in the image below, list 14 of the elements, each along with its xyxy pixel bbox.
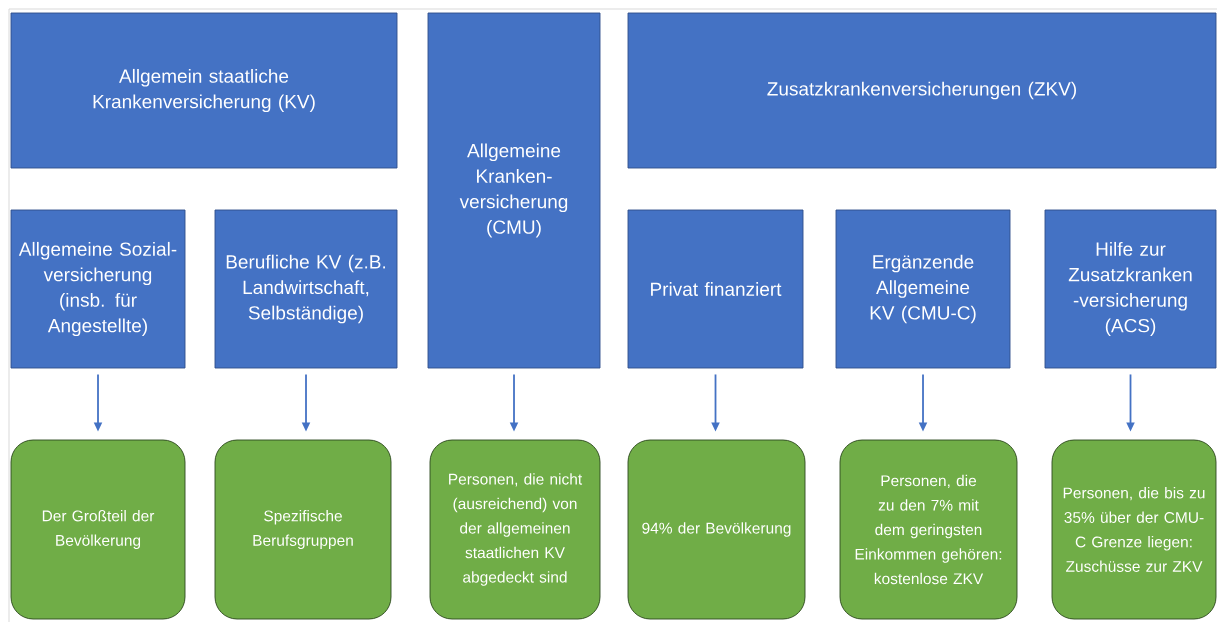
population-box: Personen, die nicht (ausreichend) von der allgemeinen staatlichen KV abgedeckt sind (429, 439, 601, 620)
category-box: Berufliche KV (z.B. Landwirtschaft, Selbständige) (214, 209, 398, 369)
category-box: Ergänzende Allgemeine KV (CMU-C) (835, 209, 1011, 369)
population-box: Der Großteil der Bevölkerung (10, 439, 186, 620)
population-box: Spezifische Berufsgruppen (214, 439, 392, 620)
population-box: Personen, die zu den 7% mit dem geringsten Einkommen gehören: kostenlose ZKV (839, 439, 1018, 620)
category-box: Allgemeine Kranken- versicherung (CMU) (427, 12, 601, 369)
category-box: Allgemeine Sozial- versicherung (insb. für Angestellte) (10, 209, 186, 369)
category-box: Zusatzkrankenversicherungen (ZKV) (627, 12, 1217, 169)
category-box: Hilfe zur Zusatzkranken -versicherung (ACS) (1044, 209, 1217, 369)
population-box: 94% der Bevölkerung (627, 439, 806, 620)
population-box: Personen, die bis zu 35% über der CMU-C Grenze liegen: Zuschüsse zur ZKV (1051, 439, 1217, 620)
category-box: Allgemein staatliche Krankenversicherung (KV) (10, 12, 398, 169)
category-box: Privat finanziert (627, 209, 804, 369)
